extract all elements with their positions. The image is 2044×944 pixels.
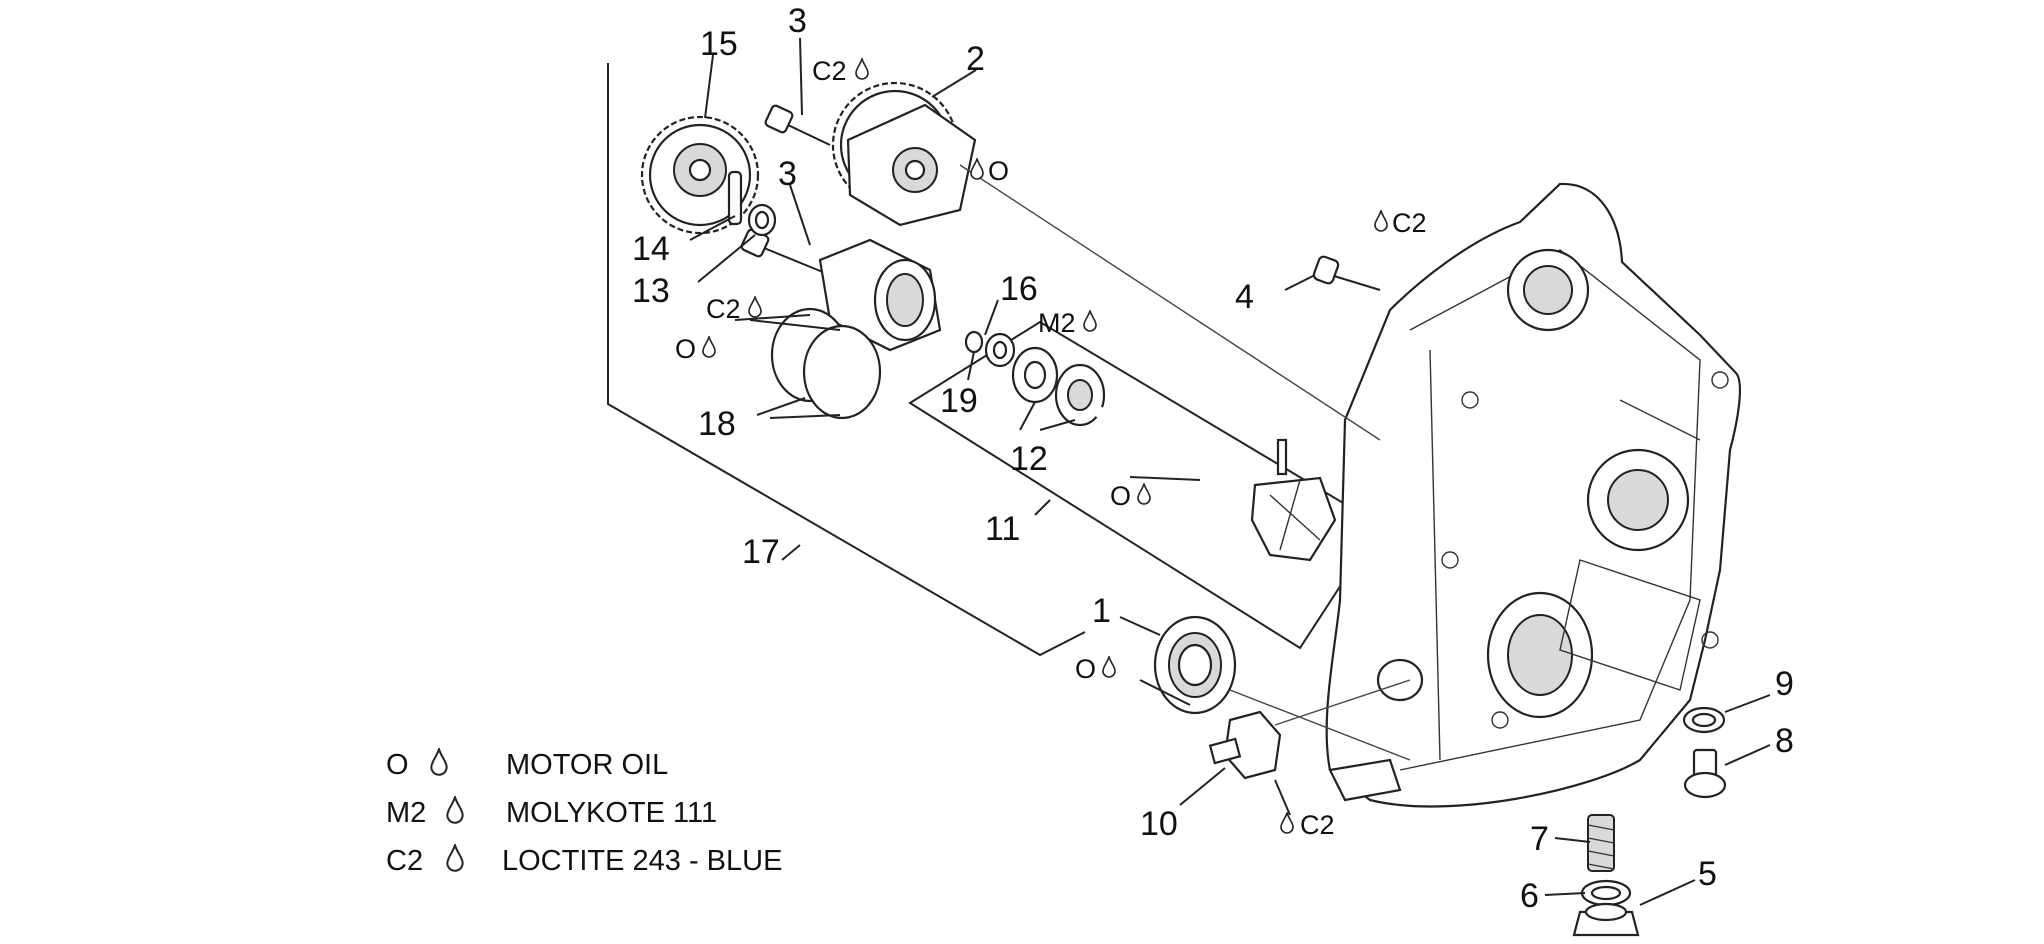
legend-text: LOCTITE 243 - BLUE xyxy=(502,845,782,877)
part-3-bolt-top xyxy=(764,104,831,146)
assembly-lines xyxy=(959,164,1411,761)
callout-6: 6 xyxy=(1520,877,1539,915)
callout-4: 4 xyxy=(1235,278,1254,316)
callout-17: 17 xyxy=(742,533,780,571)
crankcase-half xyxy=(1325,182,1741,808)
callout-2: 2 xyxy=(966,40,985,78)
legend-text: MOLYKOTE 111 xyxy=(506,797,717,829)
callout-13: 13 xyxy=(632,272,670,310)
part-5-plug xyxy=(1572,902,1640,937)
mark-o-pump: O xyxy=(970,156,1009,186)
callout-11: 11 xyxy=(985,510,1020,548)
callout-8: 8 xyxy=(1775,722,1794,760)
callout-10: 10 xyxy=(1140,805,1178,843)
leader-lines xyxy=(689,37,1771,906)
part-1-bearing xyxy=(1153,615,1237,715)
callout-14: 14 xyxy=(632,230,670,268)
callout-3-middle: 3 xyxy=(778,155,797,193)
part-18-o-rings xyxy=(770,307,882,420)
svg-text:O: O xyxy=(1075,654,1096,684)
callout-16: 16 xyxy=(1000,270,1038,308)
svg-text:C2: C2 xyxy=(812,56,847,86)
callout-1: 1 xyxy=(1092,592,1111,630)
mark-o-shaft: O xyxy=(1110,481,1151,511)
part-2-pump-gear xyxy=(831,81,977,227)
svg-text:O: O xyxy=(1110,481,1131,511)
part-12-seals xyxy=(1011,346,1106,427)
mark-c2-bolt: C2 xyxy=(706,294,762,324)
mark-c2-top: C2 xyxy=(812,56,869,86)
callout-19: 19 xyxy=(940,382,978,420)
legend: O MOTOR OIL M2 MOLYKOTE 111 C2 LOCTITE 2… xyxy=(386,748,782,877)
part-8-plug xyxy=(1683,748,1727,799)
svg-text:C2: C2 xyxy=(1392,208,1427,238)
svg-text:M2: M2 xyxy=(1038,308,1076,338)
mark-c2-stud: C2 xyxy=(1374,208,1427,238)
legend-row-loctite: C2 LOCTITE 243 - BLUE xyxy=(386,844,782,877)
callout-18: 18 xyxy=(698,405,736,443)
part-4-stud xyxy=(1312,255,1381,291)
part-6-washer xyxy=(1580,879,1632,907)
mark-c2-sensor: C2 xyxy=(1280,810,1335,840)
callout-12: 12 xyxy=(1010,440,1048,478)
part-10-sensor xyxy=(1208,710,1282,780)
pump-housing xyxy=(818,238,942,352)
callout-5: 5 xyxy=(1698,855,1717,893)
legend-text: MOTOR OIL xyxy=(506,749,668,781)
mark-o-rings: O xyxy=(675,334,716,364)
part-14-pin xyxy=(727,170,743,226)
part-19-ring xyxy=(964,330,984,354)
part-7-spring xyxy=(1587,814,1615,872)
kit-17-outline xyxy=(607,63,1086,657)
mark-o-bearing: O xyxy=(1075,654,1116,684)
legend-code: O xyxy=(386,749,409,781)
legend-row-molykote: M2 MOLYKOTE 111 xyxy=(386,796,717,829)
mark-m2-seal: M2 xyxy=(1038,308,1097,338)
part-16-washer xyxy=(984,332,1016,368)
part-15-gear xyxy=(640,115,760,235)
part-13-washer xyxy=(747,203,777,237)
legend-code: C2 xyxy=(386,845,423,877)
callout-9: 9 xyxy=(1775,665,1794,703)
part-11-shaft xyxy=(1092,405,1337,562)
callout-7: 7 xyxy=(1530,820,1549,858)
svg-text:O: O xyxy=(988,156,1009,186)
svg-text:O: O xyxy=(675,334,696,364)
legend-row-motor-oil: O MOTOR OIL xyxy=(386,748,668,781)
callout-3-top: 3 xyxy=(788,2,807,40)
callout-15: 15 xyxy=(700,25,738,63)
svg-text:C2: C2 xyxy=(1300,810,1335,840)
legend-code: M2 xyxy=(386,797,426,829)
part-9-washer xyxy=(1682,706,1726,734)
svg-text:C2: C2 xyxy=(706,294,741,324)
